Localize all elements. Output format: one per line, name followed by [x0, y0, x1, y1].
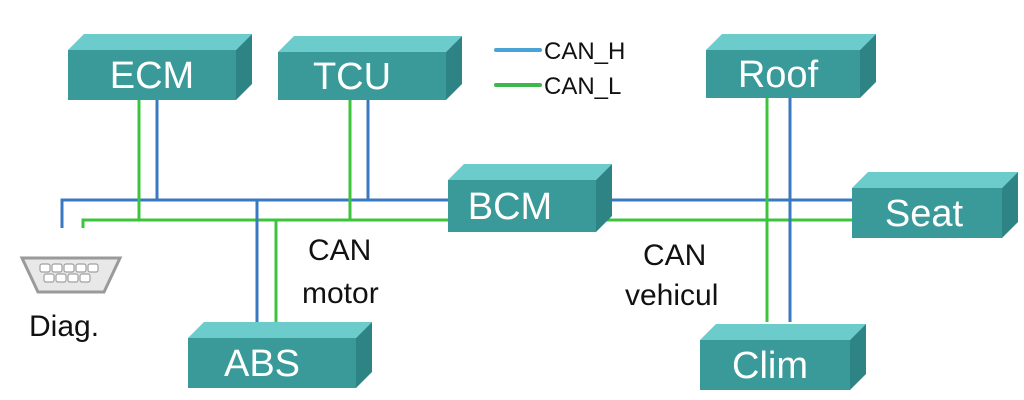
can-motor-bus: [60, 100, 452, 322]
can-motor-label-line1: CAN: [308, 234, 371, 267]
node-front-face: [188, 338, 356, 388]
can-vehicul-bus: [600, 97, 855, 322]
node-bcm: BCM: [448, 164, 612, 232]
node-ecm: ECM: [68, 34, 252, 100]
can-motor-label-line2: motor: [302, 277, 379, 310]
node-clim-label: Clim: [732, 345, 808, 387]
legend-can-l-label: CAN_L: [544, 73, 621, 100]
node-top-face: [706, 34, 876, 50]
node-front-face: [68, 50, 236, 100]
node-top-face: [188, 322, 372, 338]
node-side-face: [236, 34, 252, 100]
node-top-face: [700, 324, 866, 340]
node-top-face: [852, 172, 1018, 188]
legend-can-h-label: CAN_H: [544, 38, 625, 65]
node-front-face: [852, 188, 1002, 238]
node-top-face: [278, 36, 462, 52]
node-tcu-label: TCU: [313, 56, 391, 98]
node-seat-label: Seat: [885, 193, 964, 235]
node-abs-label: ABS: [224, 343, 300, 385]
node-top-face: [448, 164, 612, 180]
diag-connector-icon: [19, 256, 123, 294]
can-motor-l-wire: [81, 218, 452, 228]
node-front-face: [700, 340, 850, 390]
node-abs: ABS: [188, 322, 372, 388]
node-top-face: [68, 34, 252, 50]
node-seat: Seat: [852, 172, 1018, 238]
node-ecm-label: ECM: [110, 55, 194, 97]
can-vehicul-label-line2: vehicul: [625, 279, 718, 312]
node-tcu: TCU: [278, 36, 462, 100]
node-front-face: [278, 52, 446, 100]
legend: CAN_H CAN_L: [494, 38, 625, 100]
node-front-face: [706, 50, 860, 98]
node-side-face: [1002, 172, 1018, 238]
node-clim: Clim: [700, 324, 866, 390]
node-side-face: [850, 324, 866, 390]
can-motor-h-wire: [60, 198, 452, 228]
node-roof-label: Roof: [738, 54, 819, 96]
can-vehicul-label-line1: CAN: [643, 239, 706, 272]
node-bcm-label: BCM: [468, 186, 552, 228]
node-side-face: [860, 34, 876, 98]
node-front-face: [448, 180, 596, 232]
node-roof: Roof: [706, 34, 876, 98]
node-side-face: [356, 322, 372, 388]
node-side-face: [596, 164, 612, 232]
diag-label: Diag.: [29, 310, 99, 343]
node-side-face: [446, 36, 462, 100]
